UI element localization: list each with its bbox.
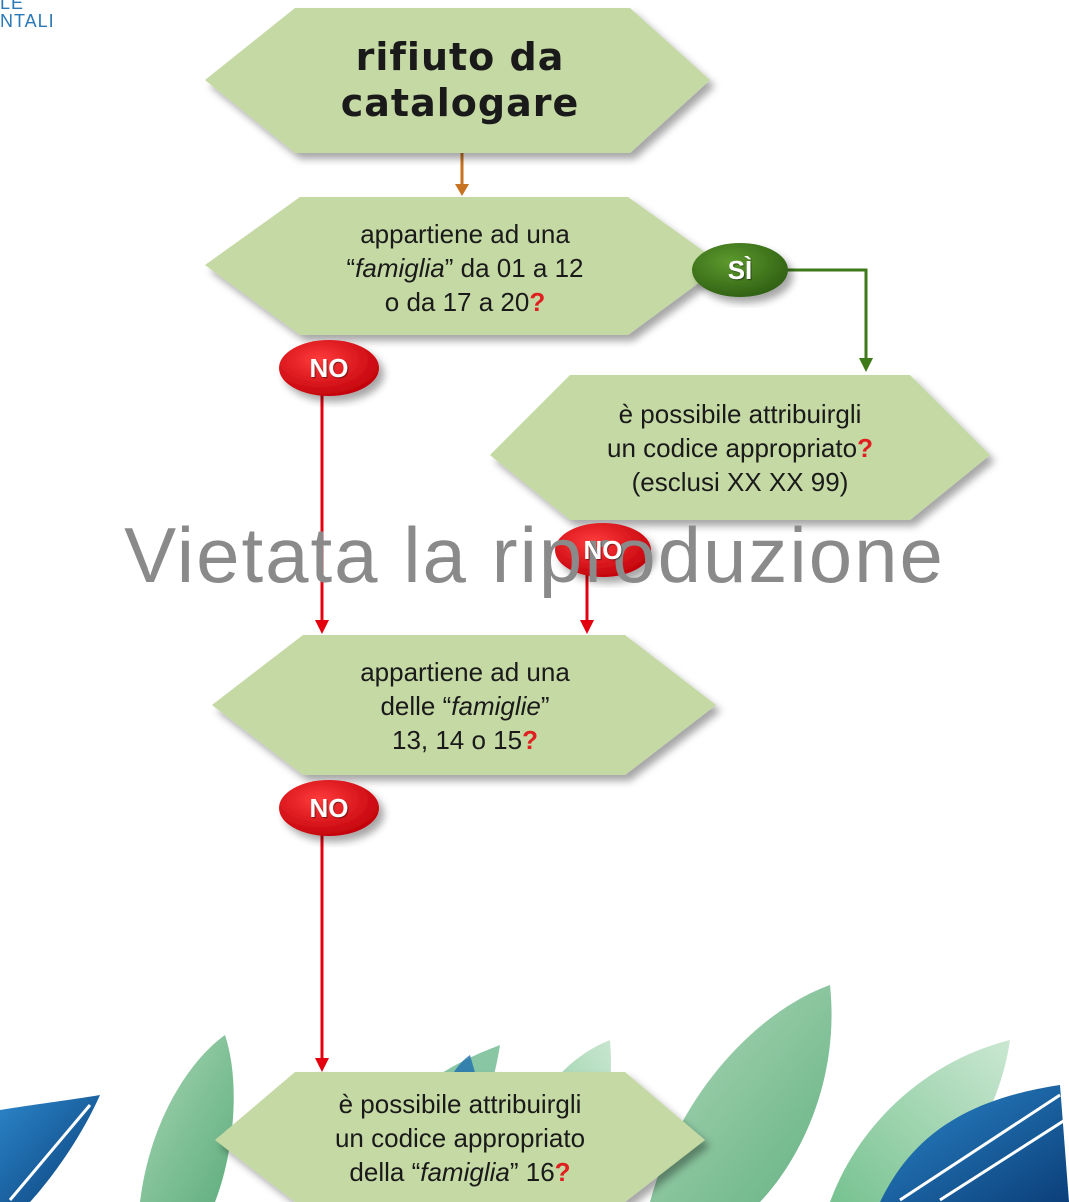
node-start-line-2: catalogare bbox=[340, 81, 580, 125]
connectors bbox=[315, 153, 873, 1072]
node-q4-close-quote: ” bbox=[509, 1156, 519, 1187]
node-q1-open-quote: “ bbox=[346, 252, 356, 283]
badge-no-3 bbox=[279, 780, 379, 836]
badge-si bbox=[692, 243, 788, 297]
badge-no-3-label: NO bbox=[309, 793, 349, 823]
node-q4-line-3: della “famiglia” 16? bbox=[349, 1155, 570, 1189]
logo-line-2: NTALI bbox=[0, 11, 55, 31]
node-q3-close-quote: ” bbox=[540, 690, 550, 721]
arrow-yes-to-q2 bbox=[786, 268, 868, 360]
node-q2-label: è possibile attribuirgli un codice appro… bbox=[535, 390, 945, 505]
arrow-no2-to-q3-head bbox=[580, 620, 594, 634]
node-q3 bbox=[212, 635, 716, 775]
node-q1-question-mark: ? bbox=[529, 286, 546, 317]
node-q3-line-2: delle “famiglie” bbox=[380, 689, 549, 723]
badge-no-1 bbox=[279, 340, 379, 396]
node-q3-label: appartiene ad una delle “famiglie” 13, 1… bbox=[260, 648, 670, 763]
node-q3-line-3-text: 13, 14 o 15 bbox=[391, 724, 523, 755]
node-q1-line-3-text: o da 17 a 20 bbox=[384, 286, 530, 317]
node-q3-italic: famiglie bbox=[451, 690, 541, 721]
node-q1-italic: famiglia bbox=[355, 252, 445, 283]
node-q1-line-1: appartiene ad una bbox=[360, 218, 570, 249]
arrow-no1-to-q3-head bbox=[315, 620, 329, 634]
node-start bbox=[205, 8, 710, 153]
node-q3-line-3: 13, 14 o 15? bbox=[392, 723, 538, 757]
badges bbox=[279, 243, 788, 836]
node-q1 bbox=[205, 197, 723, 335]
node-q4-line-1: è possibile attribuirgli bbox=[338, 1088, 582, 1119]
node-q3-line-1: appartiene ad una bbox=[360, 656, 570, 687]
node-q2-question-mark: ? bbox=[857, 432, 873, 463]
node-q1-line-3: o da 17 a 20? bbox=[385, 285, 545, 319]
node-q1-close-quote: ” bbox=[444, 252, 454, 283]
node-q4-italic: famiglia bbox=[420, 1156, 510, 1187]
node-q2-line-2: un codice appropriato? bbox=[607, 431, 873, 465]
logo-line-1: LE bbox=[0, 0, 25, 13]
logo-fragment: LE NTALI bbox=[0, 0, 70, 50]
node-start-line-1: rifiuto da bbox=[355, 35, 565, 79]
nodes bbox=[205, 8, 990, 1202]
node-q4-question-mark: ? bbox=[554, 1156, 571, 1187]
badge-si-label: SÌ bbox=[727, 255, 753, 285]
badge-no-2 bbox=[555, 523, 651, 577]
node-q4-line-2: un codice appropriato bbox=[334, 1122, 586, 1153]
node-q3-open-quote: “ bbox=[442, 690, 452, 721]
arrow-no3-to-q4-head bbox=[315, 1058, 329, 1072]
node-q3-pre: delle bbox=[380, 690, 443, 721]
badge-no-1-label: NO bbox=[309, 353, 349, 383]
node-q1-rest: da 01 a 12 bbox=[453, 252, 584, 283]
node-q2-line-2-text: un codice appropriato bbox=[607, 432, 858, 463]
node-q2 bbox=[490, 375, 990, 520]
node-q4 bbox=[215, 1072, 705, 1202]
node-q4-open-quote: “ bbox=[411, 1156, 421, 1187]
node-q2-line-3: (esclusi XX XX 99) bbox=[631, 466, 849, 497]
arrow-yes-to-q2-head bbox=[859, 358, 873, 372]
watermark: Vietata la riproduzione bbox=[124, 511, 945, 599]
node-q1-label: appartiene ad una “famiglia” da 01 a 12 … bbox=[260, 210, 670, 325]
node-q4-label: è possibile attribuirgli un codice appro… bbox=[255, 1080, 665, 1195]
badge-no-2-label: NO bbox=[583, 535, 623, 565]
node-q4-rest: 16 bbox=[518, 1156, 555, 1187]
node-q3-question-mark: ? bbox=[522, 724, 538, 755]
node-q1-line-2: “famiglia” da 01 a 12 bbox=[346, 251, 583, 285]
node-q2-line-1: è possibile attribuirgli bbox=[618, 398, 862, 429]
arrow-start-to-q1-head bbox=[455, 184, 469, 196]
node-q4-pre: della bbox=[349, 1156, 412, 1187]
node-start-label: rifiuto da catalogare bbox=[250, 30, 670, 130]
